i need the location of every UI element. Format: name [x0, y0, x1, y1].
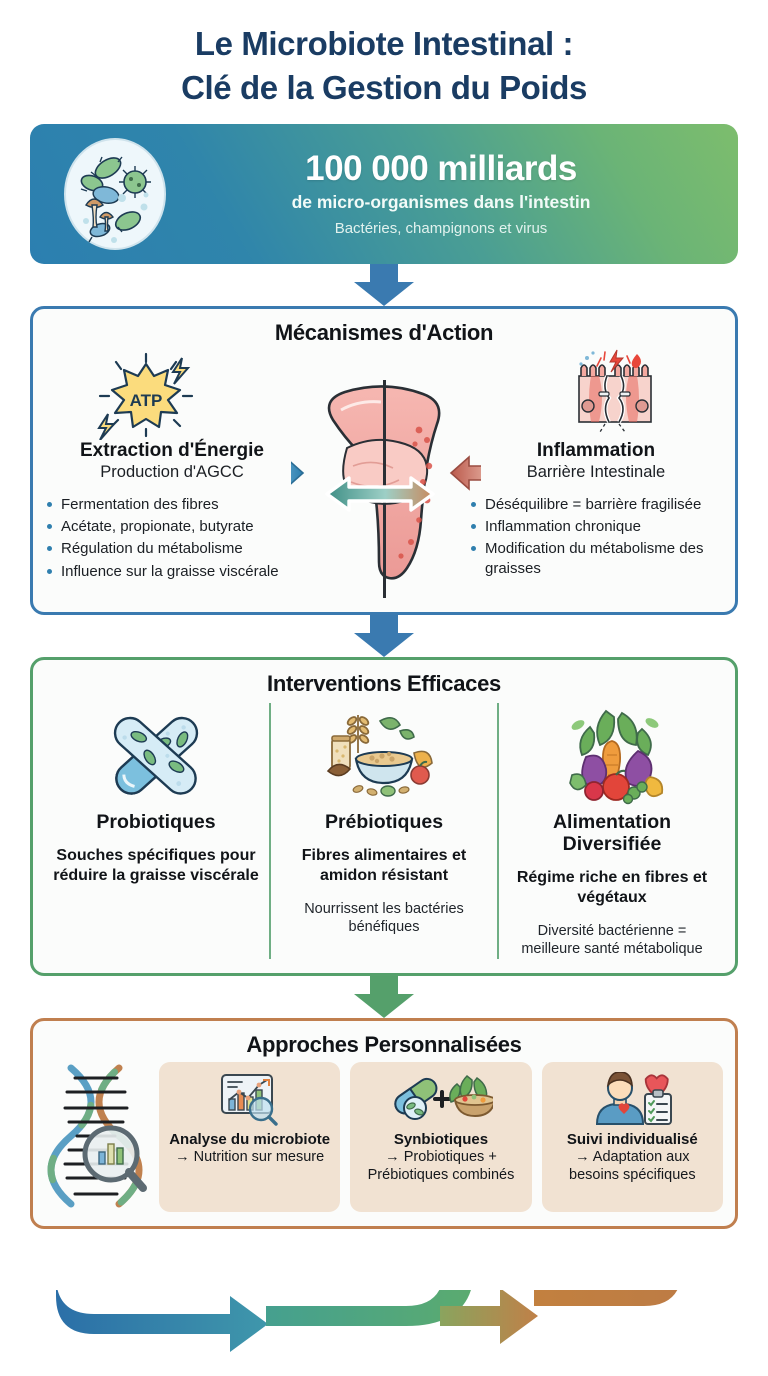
title-line-1: Le Microbiote Intestinal :: [194, 25, 574, 62]
dna-magnifier-icon: [45, 1062, 149, 1212]
section-mechanisms: Mécanismes d'Action ATP Extraction d'Éne: [30, 305, 738, 615]
mechanisms-title: Mécanismes d'Action: [274, 319, 494, 345]
intervention-strong: Régime riche en fibres et végétaux: [516, 869, 708, 907]
intervention-column-prebiotics: Prébiotiques Fibres alimentaires et amid…: [269, 702, 497, 959]
chart-analysis-magnifier-icon: [166, 1072, 333, 1126]
petri-dish-microbes-icon: [56, 135, 174, 253]
mechanisms-left-heading: Extraction d'Énergie: [79, 439, 264, 461]
bullet-item: Influence sur la graisse viscérale: [45, 562, 299, 581]
hero-caption: Bactéries, champignons et virus: [334, 220, 548, 238]
bullet-item: Acétate, propionate, butyrate: [45, 517, 299, 536]
section-interventions: Interventions Efficaces: [30, 656, 738, 976]
personalized-card-text: → Nutrition sur mesure: [175, 1149, 325, 1166]
page-title: Le Microbiote Intestinal : Clé de la Ges…: [30, 0, 738, 110]
personalized-card-text: → Probiotiques + Prébiotiques combinés: [367, 1149, 515, 1183]
atp-energy-burst-icon: ATP: [45, 348, 299, 440]
intervention-column-probiotics: Probiotiques Souches spécifiques pour ré…: [43, 703, 269, 959]
person-heart-checklist-icon: [549, 1071, 716, 1126]
inflamed-gut-barrier-icon: [469, 348, 723, 440]
personalized-card-synbiotics: Synbiotiques → Probiotiques + Prébiotiqu…: [350, 1061, 532, 1212]
svg-text:ATP: ATP: [130, 391, 163, 410]
connector-arrow-1: [30, 263, 738, 306]
bullet-item: Inflammation chronique: [469, 517, 723, 536]
mechanisms-left-subheading: Production d'AGCC: [100, 462, 244, 481]
capsule-plus-bowl-icon: [357, 1072, 524, 1126]
personalized-card-text: → Adaptation aux besoins spécifiques: [569, 1149, 696, 1183]
intestine-illustration: [291, 348, 481, 598]
connector-arrow-3: [30, 975, 738, 1018]
mechanisms-left-bullets: Fermentation des fibres Acétate, propion…: [45, 495, 299, 581]
capsule-probiotic-icon: [51, 703, 261, 807]
personalized-card-heading: Analyse du microbiote: [169, 1130, 331, 1148]
intervention-strong: Fibres alimentaires et amidon résistant: [301, 846, 467, 884]
title-line-2: Clé de la Gestion du Poids: [181, 68, 587, 106]
intervention-sub: Diversité bactérienne = meilleure santé …: [521, 922, 703, 957]
mechanisms-right-heading: Inflammation: [536, 439, 656, 461]
intervention-heading: Probiotiques: [96, 810, 216, 833]
bullet-item: Fermentation des fibres: [45, 495, 299, 514]
mechanisms-right-column: Inflammation Barrière Intestinale Déséqu…: [469, 348, 723, 581]
intervention-sub: Nourrissent les bactéries bénéfiques: [304, 900, 464, 935]
hero-headline: 100 000 milliards: [305, 149, 577, 189]
bullet-item: Modification du métabolisme des graisses: [469, 539, 723, 578]
mechanisms-right-subheading: Barrière Intestinale: [526, 462, 666, 481]
personalized-card-heading: Suivi individualisé: [566, 1130, 698, 1148]
bullet-item: Déséquilibre = barrière fragilisée: [469, 495, 723, 514]
flow-ribbon-arrows: [0, 1244, 768, 1376]
intervention-heading: Prébiotiques: [324, 810, 444, 833]
mechanisms-left-column: ATP Extraction d'Énergie Production d'AG…: [45, 348, 299, 584]
intervention-heading: Alimentation Diversifiée: [552, 810, 672, 855]
personalized-title: Approches Personnalisées: [246, 1031, 522, 1057]
personalized-card-analysis: Analyse du microbiote → Nutrition sur me…: [159, 1061, 341, 1212]
hero-subline: de micro-organismes dans l'intestin: [291, 192, 591, 213]
intervention-strong: Souches spécifiques pour réduire la grai…: [53, 846, 259, 884]
personalized-card-followup: Suivi individualisé → Adaptation aux bes…: [541, 1061, 723, 1212]
grains-bowl-fiber-icon: [279, 703, 489, 807]
vegetables-bunch-icon: [507, 703, 717, 807]
hero-banner: 100 000 milliards de micro-organismes da…: [30, 123, 738, 264]
connector-arrow-2: [30, 614, 738, 657]
mechanisms-right-bullets: Déséquilibre = barrière fragilisée Infla…: [469, 495, 723, 578]
personalized-card-heading: Synbiotiques: [393, 1130, 489, 1148]
interventions-title: Interventions Efficaces: [267, 670, 501, 696]
hero-text: 100 000 milliards de micro-organismes da…: [174, 150, 716, 237]
intervention-column-diverse-diet: Alimentation Diversifiée Régime riche en…: [497, 702, 725, 959]
bullet-item: Régulation du métabolisme: [45, 539, 299, 558]
section-personalized: Approches Personnalisées: [30, 1017, 738, 1229]
